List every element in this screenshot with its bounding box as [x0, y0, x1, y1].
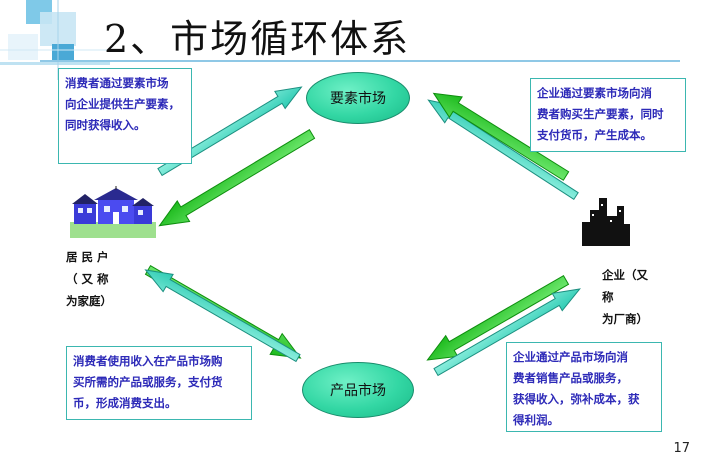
firms-line: 企业（又: [602, 268, 648, 282]
box-text: 得利润。: [513, 413, 559, 427]
arrow-product-to-firm: [433, 288, 581, 377]
households-line: （ 又 称: [66, 272, 109, 286]
households-line: 居 民 户: [66, 250, 109, 264]
households-line: 为家庭）: [66, 294, 112, 308]
factor-market: 要素市场: [306, 72, 410, 124]
decorative-squares: [0, 0, 110, 80]
product-market: 产品市场: [302, 362, 414, 418]
title-underline: [40, 60, 680, 62]
firms-line: 为厂商）: [602, 312, 648, 326]
box-top-left: 消费者通过要素市场 向企业提供生产要素， 同时获得收入。: [58, 68, 192, 164]
page-number: 17: [673, 441, 690, 456]
box-text: 费者销售产品或服务，: [513, 371, 628, 385]
box-text: 消费者通过要素市场: [65, 76, 169, 90]
slide-title: 2、市场循环体系: [104, 17, 411, 61]
households-label: 居 民 户 （ 又 称 为家庭）: [66, 246, 112, 312]
box-text: 企业通过要素市场向消: [537, 86, 652, 100]
box-text: 费者购买生产要素，同时: [537, 107, 664, 121]
box-text: 向企业提供生产要素，: [65, 97, 180, 111]
box-text: 企业通过产品市场向消: [513, 350, 628, 364]
box-bottom-left: 消费者使用收入在产品市场购 买所需的产品或服务，支付货 币，形成消费支出。: [66, 346, 252, 420]
box-text: 获得收入，弥补成本，获: [513, 392, 640, 406]
arrow-firm-to-product: [426, 274, 570, 361]
firms-label: 企业（又 称 为厂商）: [602, 264, 648, 330]
box-text: 币，形成消费支出。: [73, 396, 177, 410]
box-bottom-right: 企业通过产品市场向消 费者销售产品或服务， 获得收入，弥补成本，获 得利润。: [506, 342, 662, 432]
arrow-factor-to-firm: [432, 92, 570, 181]
arrow-factor-to-household: [158, 129, 316, 227]
box-text: 支付货币，产生成本。: [537, 128, 652, 142]
house-icon: [70, 186, 156, 238]
firms-line: 称: [602, 290, 614, 304]
city-skyline-icon: [582, 198, 630, 246]
box-text: 消费者使用收入在产品市场购: [73, 354, 223, 368]
box-top-right: 企业通过要素市场向消 费者购买生产要素，同时 支付货币，产生成本。: [530, 78, 686, 152]
box-text: 同时获得收入。: [65, 118, 146, 132]
arrow-product-to-household: [144, 269, 301, 363]
box-text: 买所需的产品或服务，支付货: [73, 375, 223, 389]
